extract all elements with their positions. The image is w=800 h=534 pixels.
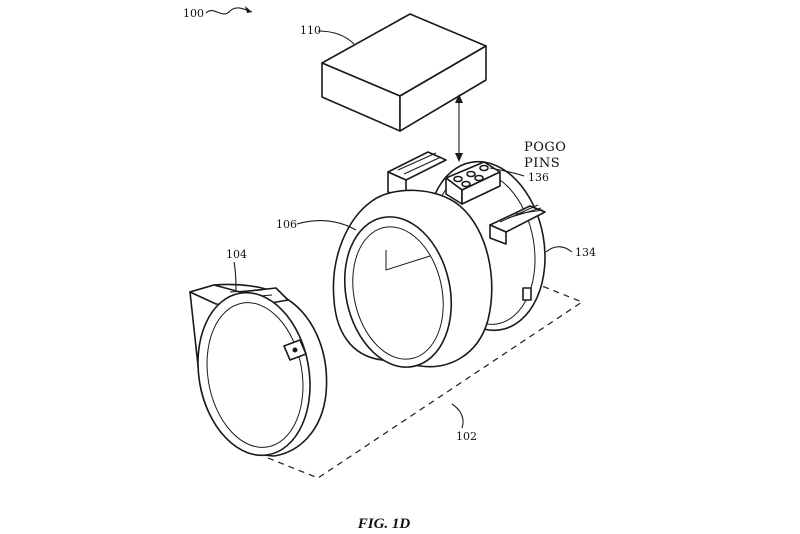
pogo-ref-label: 136 <box>528 171 549 184</box>
right-ring-fin-rib <box>515 209 544 215</box>
pogo-block-side <box>461 171 501 205</box>
pogo-label-line1: POGO <box>524 140 566 155</box>
pogo-pin <box>461 180 471 188</box>
band-inner-rim <box>352 226 444 360</box>
right-ring-fin-front <box>489 224 507 245</box>
attach-arrow <box>455 94 463 162</box>
pogo-pin <box>479 164 489 172</box>
right-ring-ref-leader <box>545 246 573 253</box>
assembly-dashed-outline <box>267 285 584 479</box>
pogo-pin <box>453 175 463 183</box>
attach-arrow-head-down <box>455 153 463 162</box>
module-box <box>321 13 487 132</box>
module-ref-leader <box>317 30 355 45</box>
figure-ref-leader <box>205 7 253 15</box>
left-ring-front-rim <box>197 291 311 457</box>
right-ring-clip <box>522 287 532 301</box>
pogo-pin-block <box>445 161 501 205</box>
pogo-ref-leader <box>489 167 525 177</box>
right-ring-ref-label: 134 <box>575 246 596 259</box>
band-front-rim <box>343 216 453 368</box>
figure-caption: FIG. 1D <box>357 516 411 532</box>
left-ring <box>189 283 328 457</box>
module-side-face <box>399 45 487 132</box>
side-connector-rib <box>397 152 437 171</box>
side-connector-rib <box>403 156 442 175</box>
left-ring-flange-rib <box>229 289 263 293</box>
left-ring-latch-dot <box>292 347 298 353</box>
band-ref-leader <box>296 220 357 231</box>
assembly-ref-label: 102 <box>456 430 477 443</box>
figure-ref-100: 100 <box>183 6 253 20</box>
attach-arrow-head-up <box>455 94 463 103</box>
figure-ref-arrowhead <box>245 6 252 13</box>
left-ring-inner-rim <box>206 302 304 448</box>
left-ring-ref-leader <box>233 261 237 291</box>
figure-ref-label: 100 <box>183 7 204 20</box>
pogo-label-line2: PINS <box>524 156 560 171</box>
pogo-pin <box>474 174 484 182</box>
assembly-ref-leader <box>451 403 464 429</box>
band-ref-label: 106 <box>276 218 297 231</box>
left-ring-ref-label: 104 <box>226 248 247 261</box>
middle-band <box>332 189 493 368</box>
band-interior-edge <box>385 250 431 271</box>
pogo-pin <box>466 170 476 178</box>
module-ref-label: 110 <box>300 24 321 37</box>
